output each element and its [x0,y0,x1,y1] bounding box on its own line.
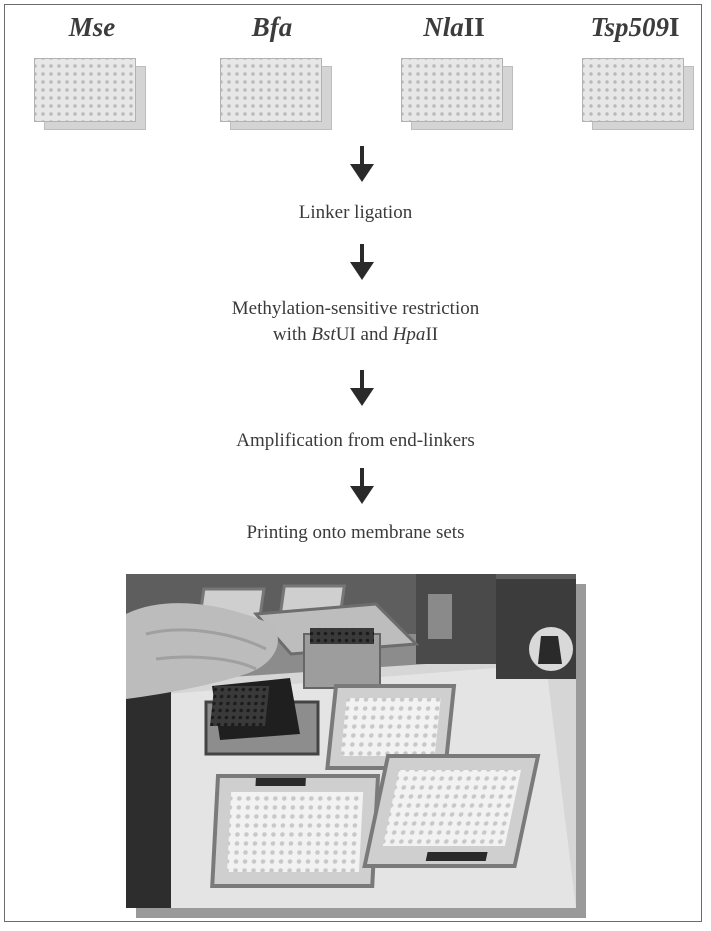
figure-frame [4,4,702,922]
microplate-nlaiii [401,58,513,130]
down-arrow-icon [350,468,374,504]
microplate-bfa [220,58,332,130]
step-methylation-restriction: Methylation-sensitive restriction with B… [0,296,711,348]
step-linker-ligation: Linker ligation [298,202,413,223]
down-arrow-icon [350,244,374,280]
enzyme-label-bfa: Bfa [251,12,293,42]
enzyme-label-tsp509i: Tsp509I [590,12,680,42]
step-amplification: Amplification from end-linkers [236,430,475,451]
membrane-printing-photo [126,574,576,908]
membrane-frame [325,684,457,770]
step-methylation-line1: Methylation-sensitive restriction [231,298,480,319]
step-methylation-line2: with BstUI and HpaII [272,324,439,345]
membrane-frame [362,754,541,868]
enzyme-label-mse: Mse [68,12,116,42]
enzyme-label-nlaiii: NlaII [423,12,485,42]
down-arrow-icon [350,370,374,406]
step-printing-membranes: Printing onto membrane sets [246,522,465,543]
microplate-mse [34,58,146,130]
down-arrow-icon [350,146,374,182]
membrane-frame [210,774,381,888]
microplate-tsp509i [582,58,694,130]
